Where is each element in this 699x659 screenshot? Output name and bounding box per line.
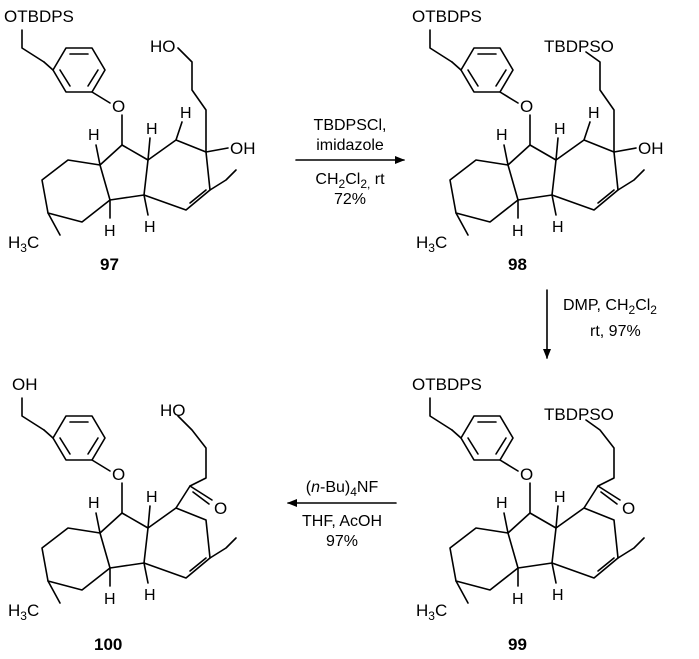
h-label: H — [512, 591, 524, 608]
reagent-line: imidazole — [316, 137, 384, 154]
compound-98: OTBDPS O TBDPSO OH H3C H H H H H 98 — [412, 7, 664, 274]
h-label: H — [144, 219, 156, 236]
solvent-line: CH2Cl2, rt — [315, 171, 385, 191]
reaction-step-2: DMP, CH2Cl2 rt, 97% — [543, 289, 657, 359]
aryl-oxygen-label: O — [112, 97, 125, 116]
chain-hydroxyl-label: HO — [160, 401, 186, 420]
compound-number: 98 — [508, 255, 527, 274]
side-hydroxyl-label: OH — [230, 139, 256, 158]
h-label: H — [512, 223, 524, 240]
methyl-label: H3C — [8, 601, 39, 623]
reagent-line: TBDPSCl, — [314, 117, 387, 134]
h-label: H — [496, 127, 508, 144]
ketone-oxygen-label: O — [214, 499, 227, 518]
h-label: H — [588, 105, 600, 122]
h-label: H — [146, 121, 158, 138]
protecting-group-label: OTBDPS — [412, 375, 482, 394]
methyl-label: H3C — [416, 601, 447, 623]
compound-99: OTBDPS O TBDPSO O H3C H H H H 99 — [412, 375, 645, 654]
reaction-step-1: TBDPSCl, imidazole CH2Cl2, rt 72% — [295, 117, 405, 208]
compound-number: 99 — [508, 635, 527, 654]
h-label: H — [146, 489, 158, 506]
reaction-step-3: (n-Bu)4NF THF, AcOH 97% — [287, 479, 397, 550]
yield-label: 72% — [334, 191, 366, 208]
compound-100: OH O HO O H3C H H H H 100 — [8, 375, 237, 654]
h-label: H — [144, 587, 156, 604]
h-label: H — [104, 591, 116, 608]
h-label: H — [552, 587, 564, 604]
chain-hydroxyl-label: HO — [150, 37, 176, 56]
methyl-label: H3C — [416, 233, 447, 255]
conditions-yield-label: rt, 97% — [590, 323, 641, 340]
compound-number: 100 — [94, 635, 122, 654]
h-label: H — [554, 121, 566, 138]
h-label: H — [554, 489, 566, 506]
compound-number: 97 — [100, 255, 119, 274]
h-label: H — [552, 219, 564, 236]
aryl-oxygen-label: O — [520, 465, 533, 484]
h-label: H — [180, 105, 192, 122]
ketone-oxygen-label: O — [622, 499, 635, 518]
methyl-label: H3C — [8, 233, 39, 255]
h-label: H — [496, 495, 508, 512]
reagent-line: (n-Bu)4NF — [306, 479, 379, 499]
chain-hydroxyl-label: TBDPSO — [544, 405, 614, 424]
h-label: H — [88, 495, 100, 512]
compound-97: OTBDPS O HO OH H3C H H H H H 97 — [4, 7, 256, 274]
h-label: H — [104, 223, 116, 240]
side-hydroxyl-label: OH — [638, 139, 664, 158]
benzylic-hydroxyl-label: OH — [12, 375, 38, 394]
reagent-line: DMP, CH2Cl2 — [563, 297, 657, 317]
aryl-oxygen-label: O — [520, 97, 533, 116]
solvent-line: THF, AcOH — [302, 513, 382, 530]
aryl-oxygen-label: O — [112, 465, 125, 484]
protecting-group-label: OTBDPS — [4, 7, 74, 26]
h-label: H — [88, 127, 100, 144]
yield-label: 97% — [326, 533, 358, 550]
protecting-group-label: OTBDPS — [412, 7, 482, 26]
chain-hydroxyl-label: TBDPSO — [544, 37, 614, 56]
